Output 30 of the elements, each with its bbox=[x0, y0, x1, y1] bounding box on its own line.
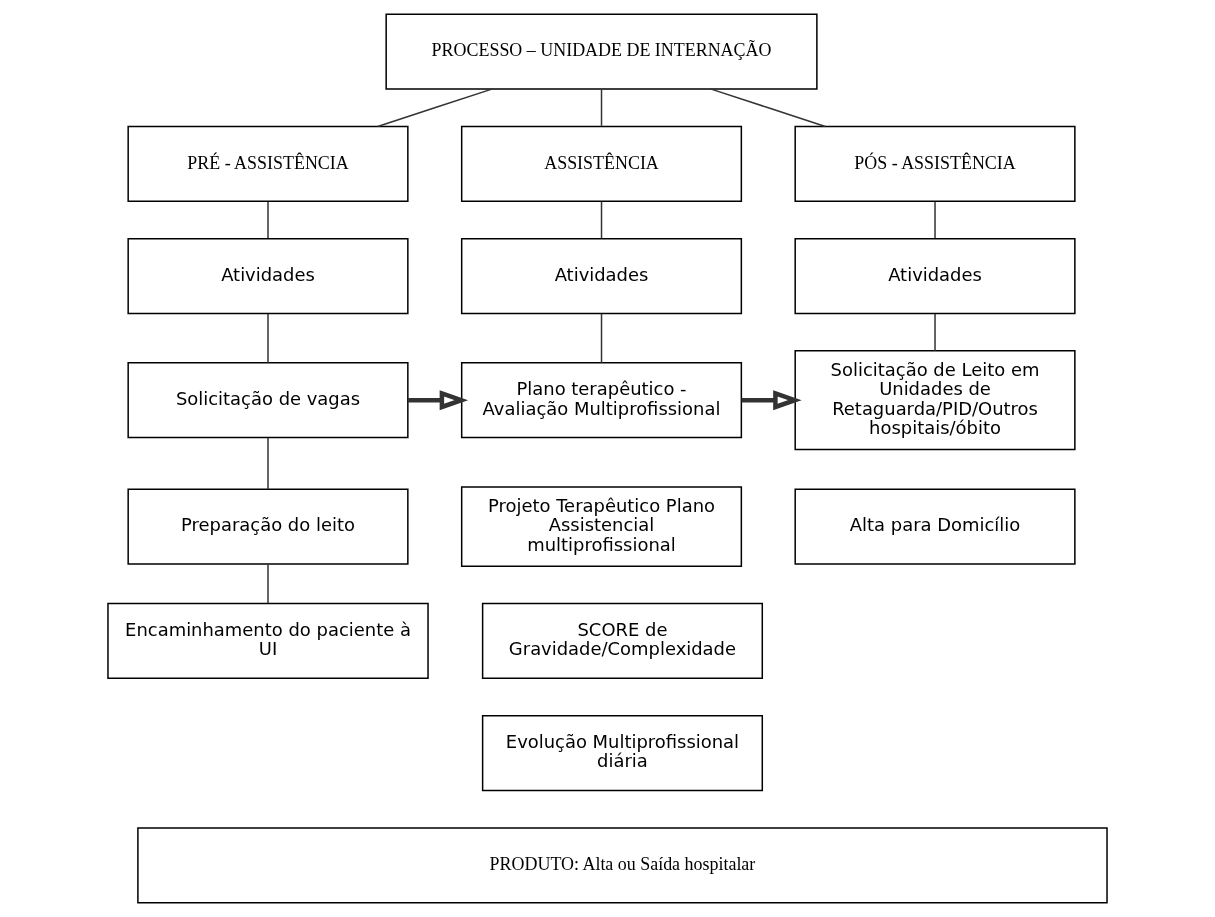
node-box: Atividades bbox=[127, 237, 409, 315]
connector bbox=[600, 313, 603, 364]
connector bbox=[267, 201, 269, 239]
arrow bbox=[741, 390, 802, 411]
node-box: PRODUTO: Alta ou Saída hospitalar bbox=[137, 827, 1108, 904]
connector bbox=[934, 313, 936, 352]
node-box: Projeto Terapêutico Plano Assistencial multiprofissional bbox=[460, 486, 743, 567]
node-box: ASSISTÊNCIA bbox=[460, 125, 743, 202]
connector bbox=[600, 88, 603, 127]
node-box: PÓS - ASSISTÊNCIA bbox=[794, 125, 1076, 202]
node-box: SCORE de Gravidade/Complexidade bbox=[481, 602, 764, 680]
node-box: Plano terapêutico - Avaliação Multiprofissional bbox=[460, 362, 743, 439]
connector bbox=[267, 437, 269, 490]
node-box: PRÉ - ASSISTÊNCIA bbox=[127, 125, 409, 202]
arrow bbox=[408, 390, 469, 411]
node-box: Preparação do leito bbox=[127, 488, 409, 565]
node-box: Atividades bbox=[794, 237, 1076, 315]
connector bbox=[267, 563, 269, 605]
node-box: Atividades bbox=[460, 237, 743, 315]
node-box: Solicitação de vagas bbox=[127, 362, 409, 439]
node-box: Evolução Multiprofissional diária bbox=[481, 715, 764, 792]
connector bbox=[377, 88, 493, 128]
connector bbox=[710, 88, 827, 128]
connector bbox=[600, 201, 603, 239]
node-box: Alta para Domicílio bbox=[794, 488, 1076, 565]
connector bbox=[934, 201, 936, 239]
node-box: Encaminhamento do paciente à UI bbox=[107, 602, 429, 680]
connector bbox=[267, 313, 269, 364]
node-box: Solicitação de Leito em Unidades de Retaguarda/PID/Outros hospitais/óbito bbox=[794, 350, 1076, 451]
node-box: PROCESSO – UNIDADE DE INTERNAÇÃO bbox=[385, 13, 818, 90]
